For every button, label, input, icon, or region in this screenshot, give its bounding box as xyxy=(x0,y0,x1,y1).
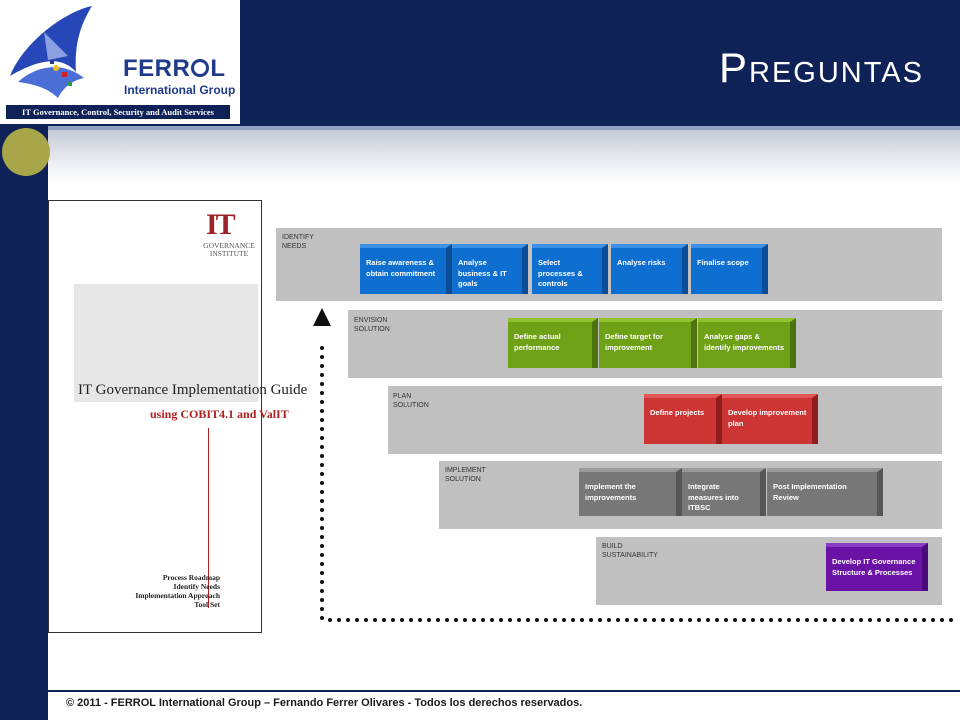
guide-title: IT Governance Implementation Guide xyxy=(78,382,308,398)
step-box: Finalise scope xyxy=(691,244,768,294)
guide-list-item: Tool Set xyxy=(194,600,220,609)
logo-swoosh-icon xyxy=(10,6,92,98)
step-box: Define projects xyxy=(644,394,722,444)
guide-list-item: Identify Needs xyxy=(173,582,220,591)
guide-red-rule xyxy=(208,428,209,608)
decorative-circle xyxy=(2,128,50,176)
step-box: Develop IT Governance Structure & Proces… xyxy=(826,543,928,591)
step-box: Raise awareness & obtain commitment xyxy=(360,244,452,294)
step-box: Analyse gaps & identify improvements xyxy=(698,318,796,368)
step-box: Define target for improvement xyxy=(599,318,697,368)
step-box: Analyse risks xyxy=(611,244,688,294)
guide-cover-image xyxy=(48,200,262,633)
step-box: Post Implementation Review xyxy=(767,468,883,516)
guide-list-item: Implementation Approach xyxy=(135,591,220,600)
feedback-loop-arrow xyxy=(313,308,960,622)
guide-cover-panel xyxy=(74,284,258,402)
it-governance-logo-icon: IT xyxy=(206,208,236,241)
header-underline xyxy=(48,126,960,130)
footer-copyright: © 2011 - FERROL International Group – Fe… xyxy=(66,697,583,709)
step-box: Integrate measures into ITBSC xyxy=(682,468,766,516)
step-box: Develop improvement plan xyxy=(722,394,818,444)
step-box: Define actual performance xyxy=(508,318,598,368)
it-governance-logo-text: GOVERNANCE INSTITUTE xyxy=(203,241,255,258)
gradient-strip xyxy=(48,130,960,185)
step-box: Implement the improvements xyxy=(579,468,682,516)
logo-o-icon xyxy=(191,59,210,77)
footer-rule xyxy=(48,690,960,692)
step-box: Analyse business & IT goals xyxy=(452,244,528,294)
logo-tagline: IT Governance, Control, Security and Aud… xyxy=(6,105,230,119)
guide-list-item: Process Roadmap xyxy=(162,573,220,582)
page-title: Preguntas xyxy=(719,44,924,91)
guide-subtitle: using COBIT4.1 and ValIT xyxy=(150,407,289,421)
logo-subtitle: International Group xyxy=(124,83,236,97)
step-box: Select processes & controls xyxy=(532,244,608,294)
